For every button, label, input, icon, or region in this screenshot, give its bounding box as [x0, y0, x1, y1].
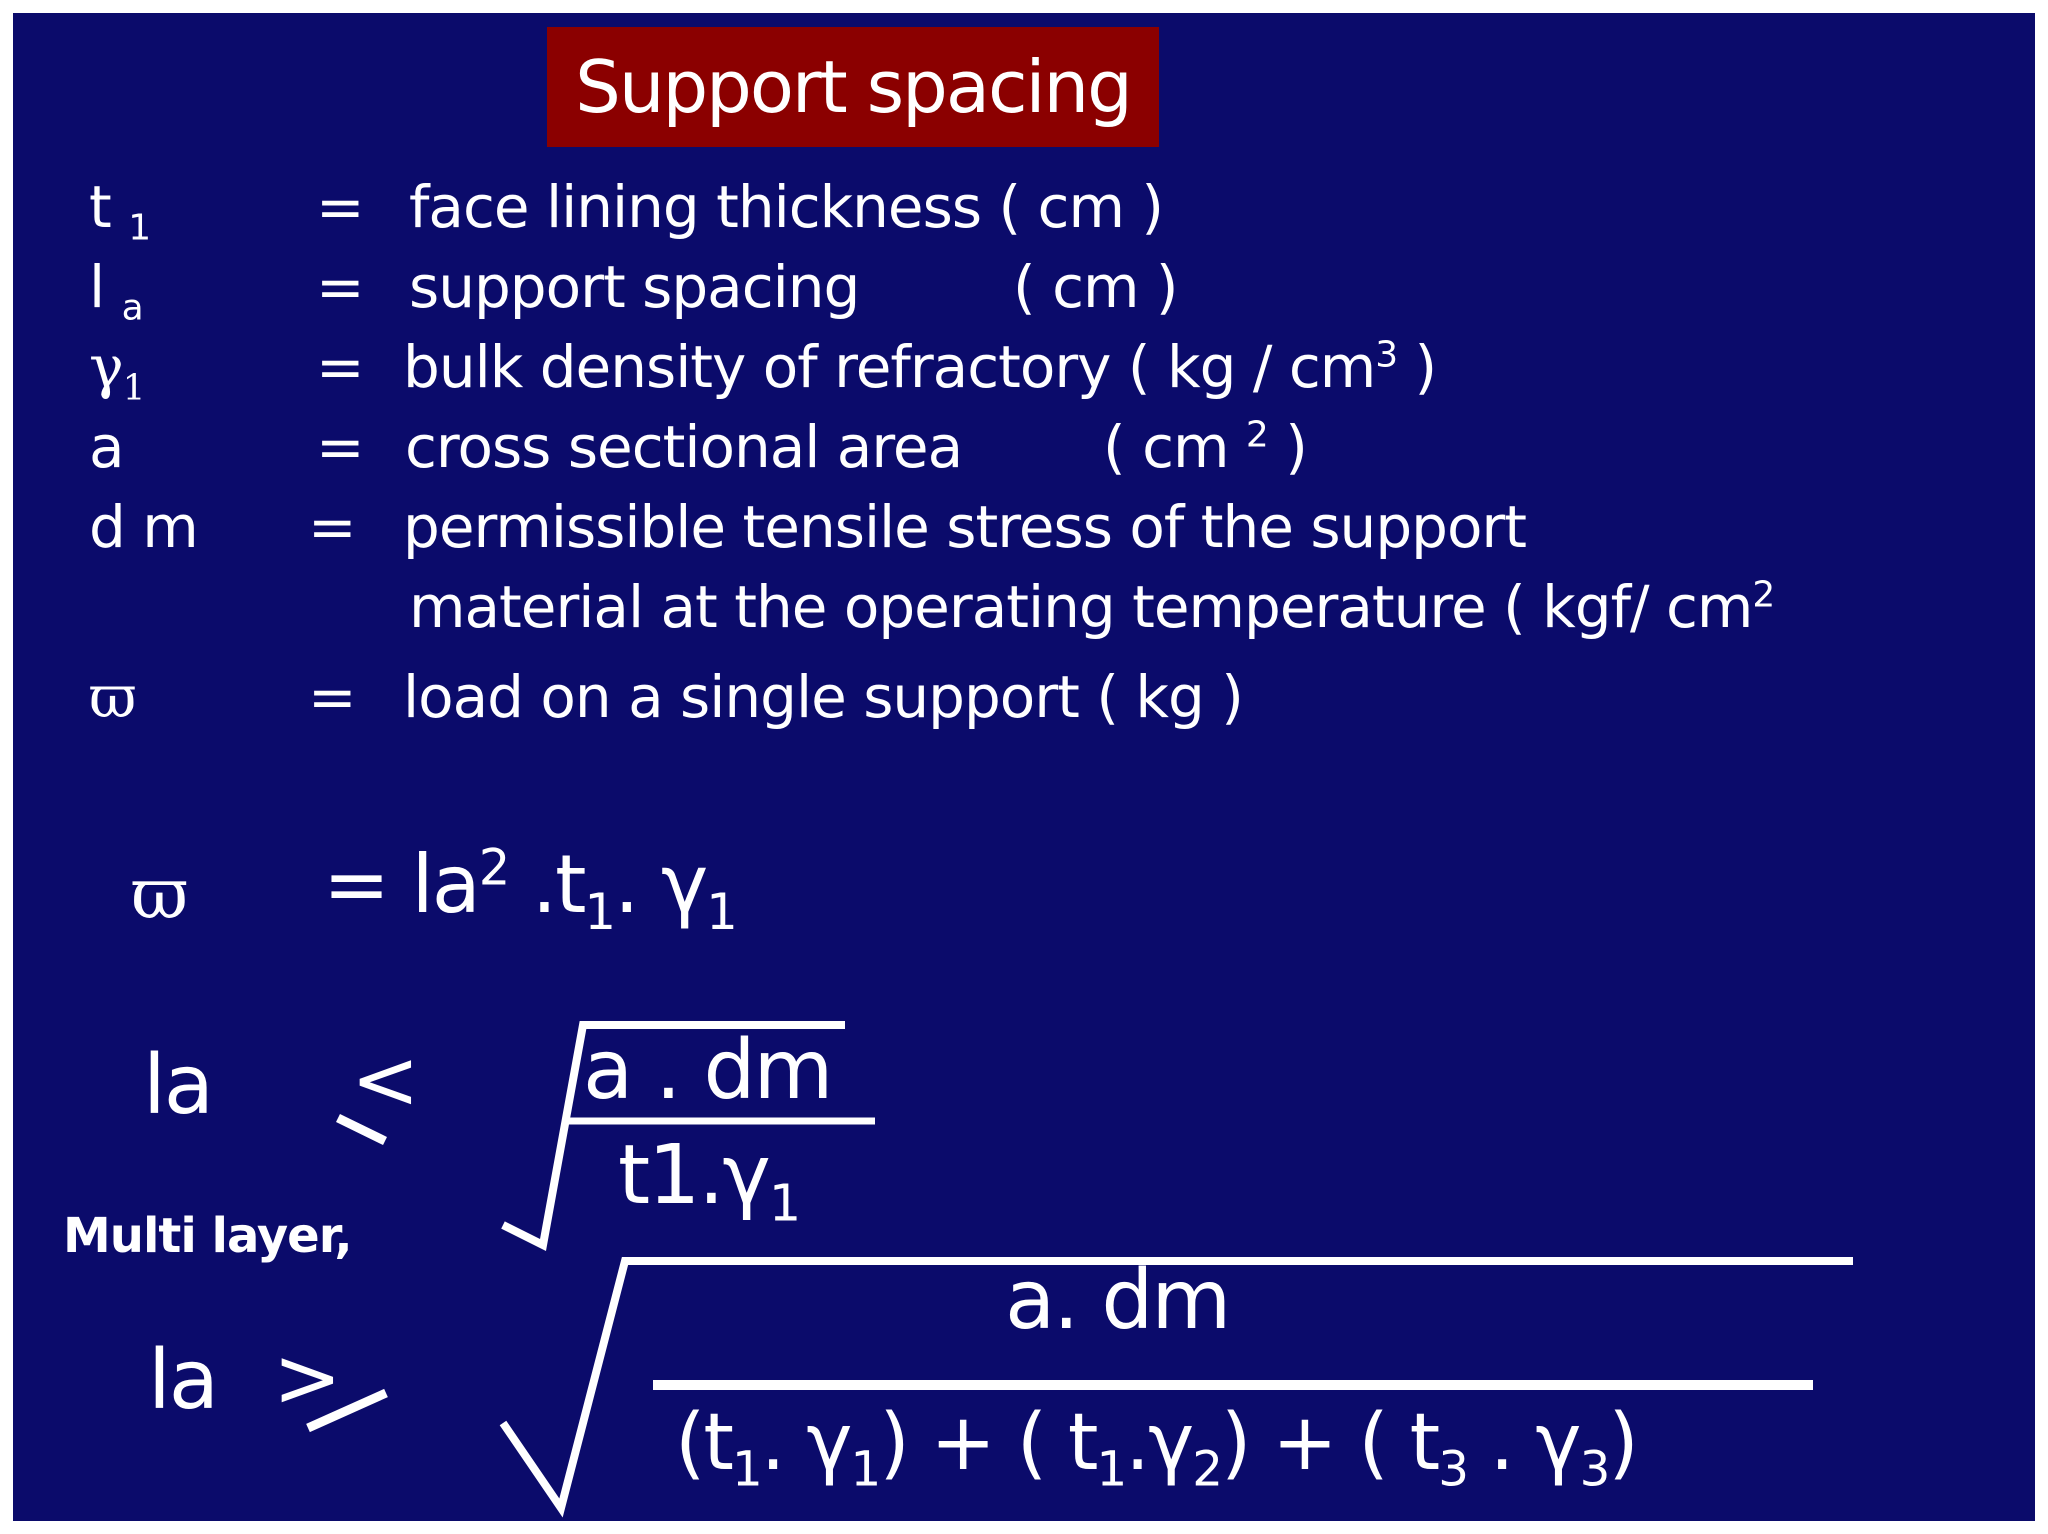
equals-sign: = — [316, 413, 365, 481]
definition-symbol: ϖ — [89, 663, 136, 731]
definition-text-end: ) — [1397, 333, 1438, 401]
math-strokes — [306, 1021, 1853, 1518]
symbol-subscript: 1 — [128, 207, 151, 249]
definition-symbol: l a — [89, 253, 144, 329]
subscript: 1 — [706, 883, 738, 941]
unit-end: ) — [1267, 413, 1308, 481]
definition-text: load on a single support ( kg ) — [403, 663, 1244, 731]
formula-load-part: .t — [508, 838, 587, 931]
formula-load-rhs: = la2 .t1. γ1 — [323, 838, 738, 941]
symbol-base: γ — [89, 333, 124, 401]
definition-text: permissible tensile stress of the suppor… — [403, 493, 1527, 561]
den-part: ) + ( t — [879, 1398, 1098, 1488]
definition-text-main: bulk density of refractory ( kg / cm — [403, 333, 1376, 401]
subscript: 1 — [768, 1173, 801, 1233]
formula-load-lhs: ϖ — [131, 853, 188, 935]
symbol-base: l — [89, 253, 105, 321]
single-denominator: t1.γ1 — [618, 1128, 801, 1233]
equals-sign: = — [316, 253, 365, 321]
greater-than-sign: > — [273, 1331, 342, 1426]
subscript: 1 — [850, 1441, 882, 1498]
multi-numerator: a. dm — [1005, 1253, 1231, 1348]
definition-text-line2: material at the operating temperature ( … — [409, 573, 1753, 641]
definition-text: support spacing — [409, 253, 860, 321]
symbol-subscript: 1 — [122, 367, 146, 409]
den-part: ) — [1608, 1398, 1638, 1488]
den-part: . γ — [1467, 1398, 1582, 1488]
definition-symbol: d m — [89, 493, 199, 561]
single-numerator: a . dm — [583, 1023, 833, 1118]
definition-unit: ( cm 2 ) — [1103, 413, 1308, 481]
subscript: 3 — [1438, 1441, 1469, 1498]
den-part: ) + ( t — [1221, 1398, 1440, 1488]
definition-symbol: γ1 — [89, 333, 146, 409]
definition-text: cross sectional area — [405, 413, 963, 481]
definition-symbol: t 1 — [89, 173, 151, 249]
formula-load-part: . γ — [614, 838, 708, 931]
subscript: 3 — [1579, 1441, 1611, 1498]
den-part: . γ — [760, 1398, 853, 1488]
equals-sign: = — [308, 493, 357, 561]
single-relation-underline — [336, 1113, 387, 1146]
subscript: 1 — [732, 1441, 763, 1498]
less-than-sign: < — [351, 1033, 420, 1128]
superscript: 2 — [1245, 414, 1269, 456]
symbol-base: t — [89, 173, 112, 241]
unit-main: ( cm — [1103, 413, 1246, 481]
symbol-subscript: a — [121, 287, 144, 329]
definition-unit: ( cm ) — [1013, 253, 1179, 321]
equals-sign: = — [316, 333, 365, 401]
definition-continuation: material at the operating temperature ( … — [409, 573, 1775, 641]
subscript: 2 — [1192, 1441, 1223, 1498]
multi-denominator: (t1. γ1) + ( t1.γ2) + ( t3 . γ3) — [675, 1398, 1639, 1498]
definition-symbol: a — [89, 413, 125, 481]
multi-relation-underline — [306, 1388, 388, 1433]
multi-layer-label: Multi layer, — [63, 1208, 353, 1264]
equals-sign: = — [308, 663, 357, 731]
formula-multi-lhs: la — [148, 1333, 219, 1428]
superscript: 3 — [1375, 334, 1398, 376]
definition-text: bulk density of refractory ( kg / cm3 ) — [403, 333, 1438, 401]
denominator-main: t1.γ — [618, 1128, 771, 1223]
subscript: 1 — [584, 883, 617, 941]
slide-title: Support spacing — [547, 27, 1159, 147]
formula-single-lhs: la — [143, 1038, 214, 1133]
formula-load-part: = la — [323, 838, 481, 931]
slide: Support spacing t 1 = face lining thickn… — [13, 13, 2035, 1521]
superscript: 2 — [478, 838, 511, 897]
superscript: 2 — [1752, 574, 1775, 616]
multi-sqrt-sign — [499, 1257, 1853, 1518]
slide-title-text: Support spacing — [575, 45, 1133, 129]
single-sqrt-sign — [501, 1021, 845, 1251]
den-part: .γ — [1125, 1398, 1194, 1488]
subscript: 1 — [1096, 1441, 1128, 1498]
equals-sign: = — [316, 173, 365, 241]
den-part: (t — [675, 1398, 734, 1488]
definition-text: face lining thickness ( cm ) — [409, 173, 1164, 241]
